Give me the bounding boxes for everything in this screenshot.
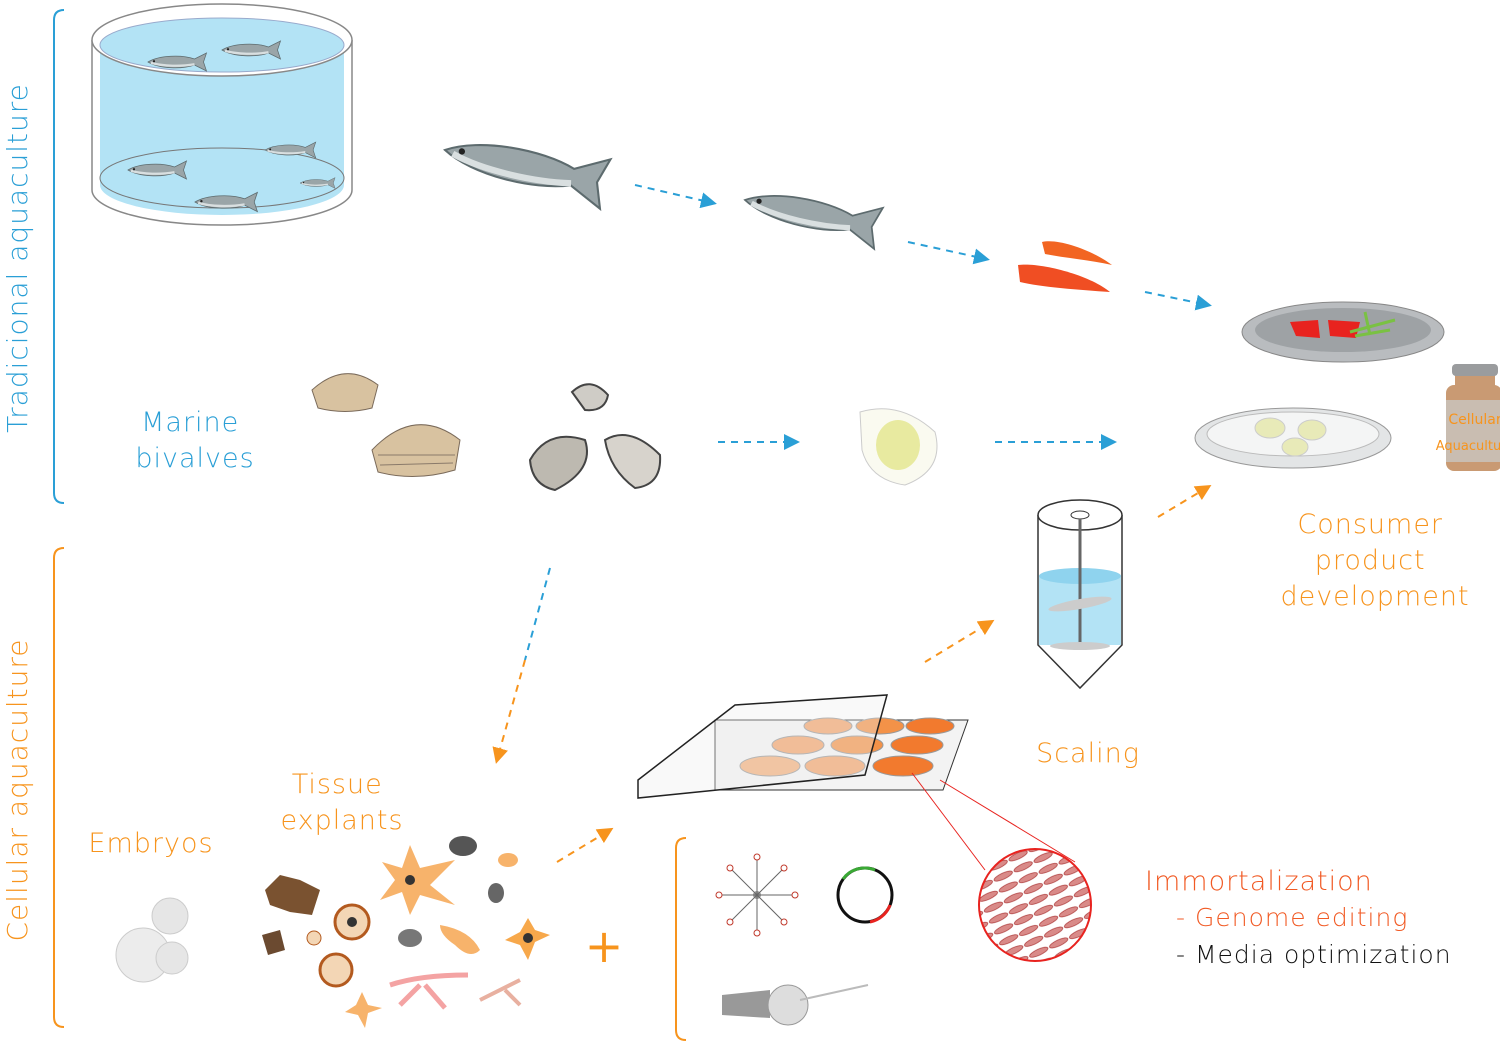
salmon-illustration: [440, 125, 611, 208]
plasmid-icon: [836, 866, 894, 924]
vial-label-line2: Aquaculture: [1436, 439, 1500, 454]
arrow: [634, 184, 717, 209]
consumer-product-development-label: Consumer product development: [1280, 509, 1469, 612]
tools-bracket: [675, 837, 687, 1041]
oysters-illustration: [528, 383, 662, 492]
arrow: [524, 567, 551, 661]
oyster-plate-illustration: [1194, 407, 1392, 469]
tissue-explants-label: Tissue explants: [280, 769, 403, 836]
bioreactor-illustration: [1037, 499, 1123, 690]
media-optimization-label: - Media optimization: [1176, 940, 1452, 969]
arrow: [907, 241, 990, 265]
cellular-bracket: [53, 547, 65, 1028]
arrow: [1157, 484, 1212, 518]
opened-oyster-illustration: [859, 408, 938, 486]
gutted-salmon-illustration: [741, 179, 883, 248]
arrow: [556, 827, 614, 863]
marine-bivalves-label: Marine bivalves: [135, 407, 254, 474]
salmon-plate-illustration: [1241, 301, 1445, 363]
liposome-icon: [715, 853, 799, 937]
scallops-illustration: [311, 373, 461, 478]
traditional-aquaculture-label: Tradicional aquaculture: [1, 83, 34, 433]
tissue-explants-illustration: [262, 836, 550, 1028]
arrow: [924, 619, 995, 663]
genome-editing-label: - Genome editing: [1176, 903, 1408, 932]
vial-label-line1: Cellular: [1448, 412, 1500, 428]
embryos-label: Embryos: [88, 828, 213, 859]
embryos-illustration: [115, 897, 189, 983]
plus-sign: +: [585, 919, 624, 973]
arrow: [492, 659, 526, 764]
vial-illustration: Cellular Aquaculture: [1436, 364, 1500, 471]
fish-tank-illustration: [91, 3, 353, 226]
traditional-bracket: [53, 9, 65, 504]
salmon-fillets-illustration: [1018, 241, 1112, 292]
immortalized-cells-illustration: [911, 772, 1092, 962]
scaling-label: Scaling: [1036, 738, 1140, 769]
cellular-aquaculture-label: Cellular aquaculture: [1, 638, 34, 941]
immortalization-label: Immortalization: [1145, 866, 1373, 897]
well-plate-illustration: [637, 694, 969, 799]
arrow: [1144, 291, 1212, 311]
microinjection-icon: [722, 984, 869, 1026]
